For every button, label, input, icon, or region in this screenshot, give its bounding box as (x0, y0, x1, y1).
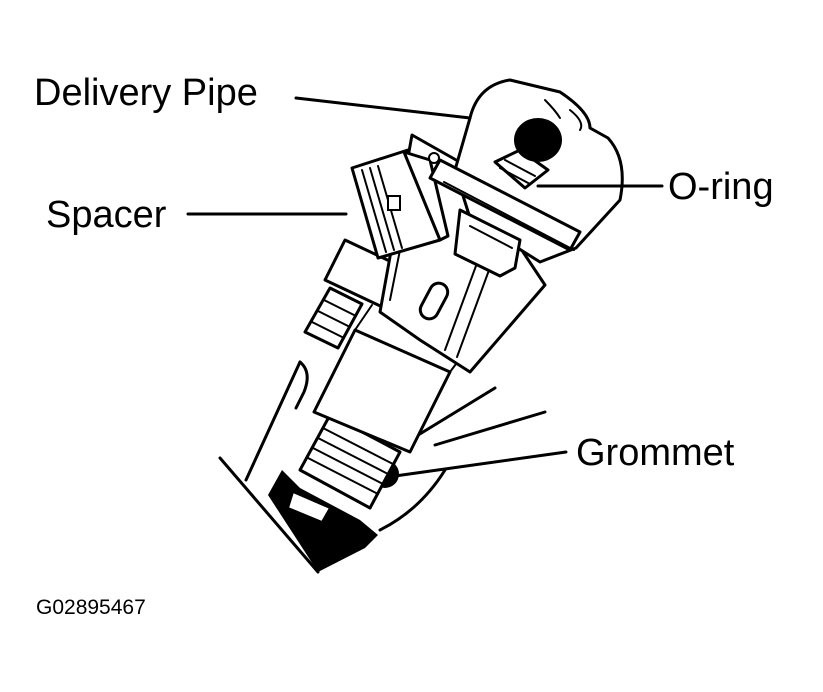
figure-code: G02895467 (36, 596, 146, 619)
o-ring-assembly (493, 118, 562, 190)
label-o-ring: O-ring (668, 166, 774, 208)
injector-lower-body (298, 304, 471, 510)
leader-lines (186, 96, 664, 478)
label-grommet: Grommet (576, 432, 735, 474)
spacer-clip (350, 148, 450, 260)
cylinder-head-outline (218, 360, 547, 574)
injector-terminal-stub (303, 286, 364, 350)
leader-delivery-pipe (294, 96, 472, 120)
leader-grommet (393, 450, 568, 478)
label-delivery-pipe: Delivery Pipe (34, 72, 258, 114)
label-spacer: Spacer (46, 194, 167, 236)
